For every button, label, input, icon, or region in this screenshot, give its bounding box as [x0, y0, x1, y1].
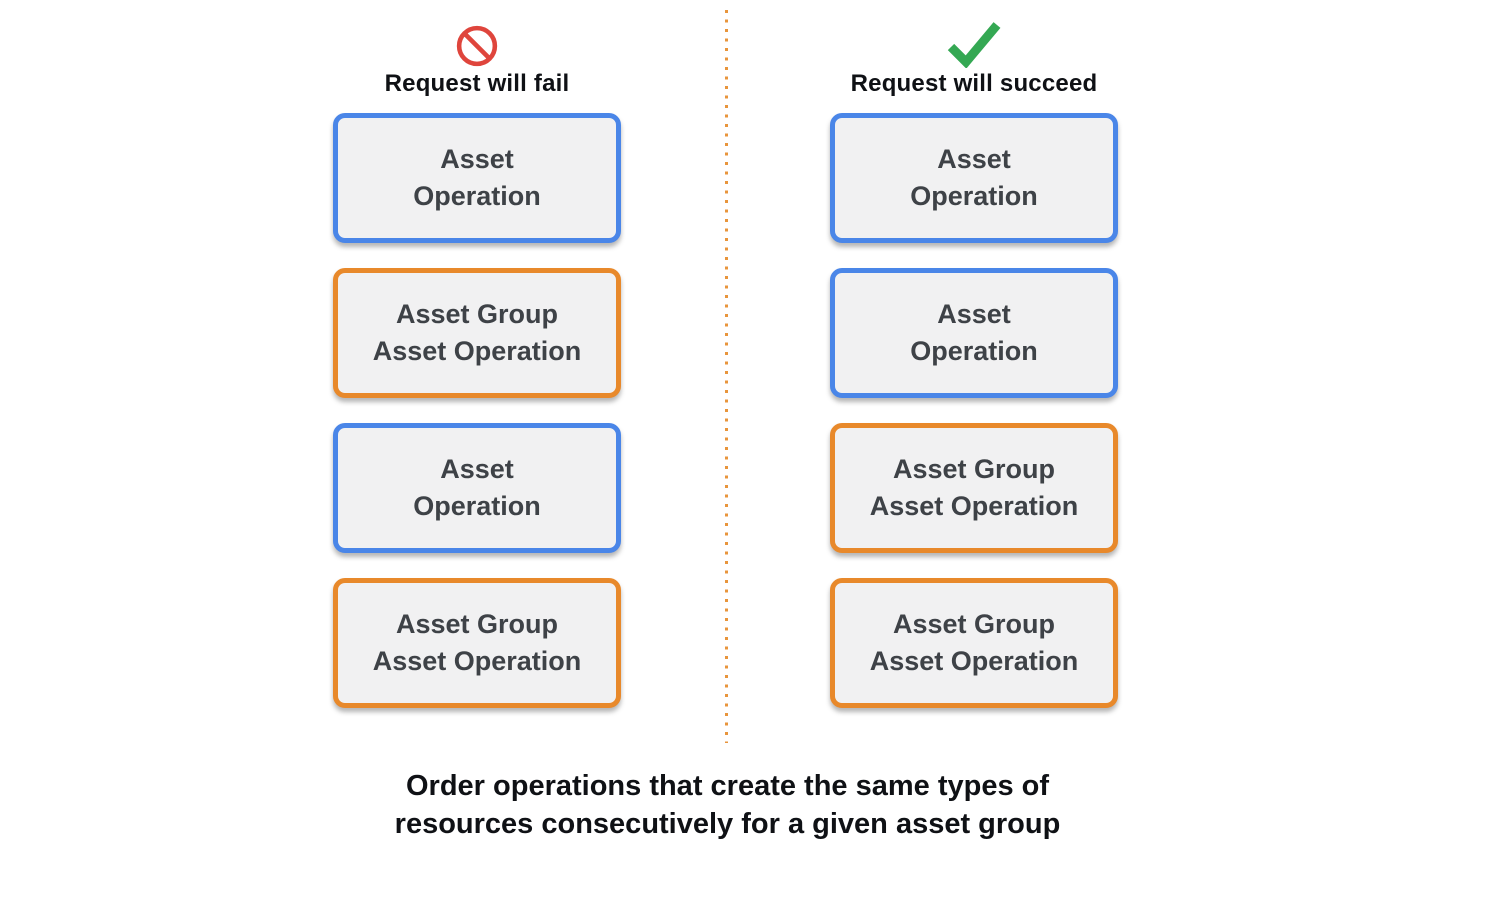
succeed-column-header: Request will succeed — [830, 0, 1118, 113]
asset-group-asset-operation-box: Asset Group Asset Operation — [830, 578, 1118, 708]
box-label: Asset Group Asset Operation — [869, 609, 1079, 676]
box-label: Asset Operation — [413, 144, 541, 211]
box-label: Asset Group Asset Operation — [372, 299, 582, 366]
box-label: Asset Group Asset Operation — [869, 454, 1079, 521]
fail-column: Request will fail Asset Operation Asset … — [333, 0, 621, 708]
prohibited-icon — [455, 24, 499, 68]
box-label: Asset Operation — [910, 299, 1038, 366]
asset-operation-box: Asset Operation — [830, 268, 1118, 398]
succeed-column: Request will succeed Asset Operation Ass… — [830, 0, 1118, 708]
fail-column-boxes: Asset Operation Asset Group Asset Operat… — [333, 113, 621, 708]
box-label: Asset Operation — [413, 454, 541, 521]
fail-column-title: Request will fail — [384, 70, 570, 97]
succeed-column-boxes: Asset Operation Asset Operation Asset Gr… — [830, 113, 1118, 708]
box-label: Asset Operation — [910, 144, 1038, 211]
asset-operation-box: Asset Operation — [333, 423, 621, 553]
asset-operation-box: Asset Operation — [333, 113, 621, 243]
asset-group-asset-operation-box: Asset Group Asset Operation — [830, 423, 1118, 553]
asset-group-asset-operation-box: Asset Group Asset Operation — [333, 578, 621, 708]
checkmark-icon — [945, 20, 1003, 69]
succeed-column-title: Request will succeed — [850, 70, 1098, 97]
asset-group-asset-operation-box: Asset Group Asset Operation — [333, 268, 621, 398]
asset-operation-box: Asset Operation — [830, 113, 1118, 243]
diagram-caption: Order operations that create the same ty… — [394, 770, 1061, 840]
box-label: Asset Group Asset Operation — [372, 609, 582, 676]
column-divider — [725, 10, 728, 743]
fail-column-header: Request will fail — [333, 0, 621, 113]
